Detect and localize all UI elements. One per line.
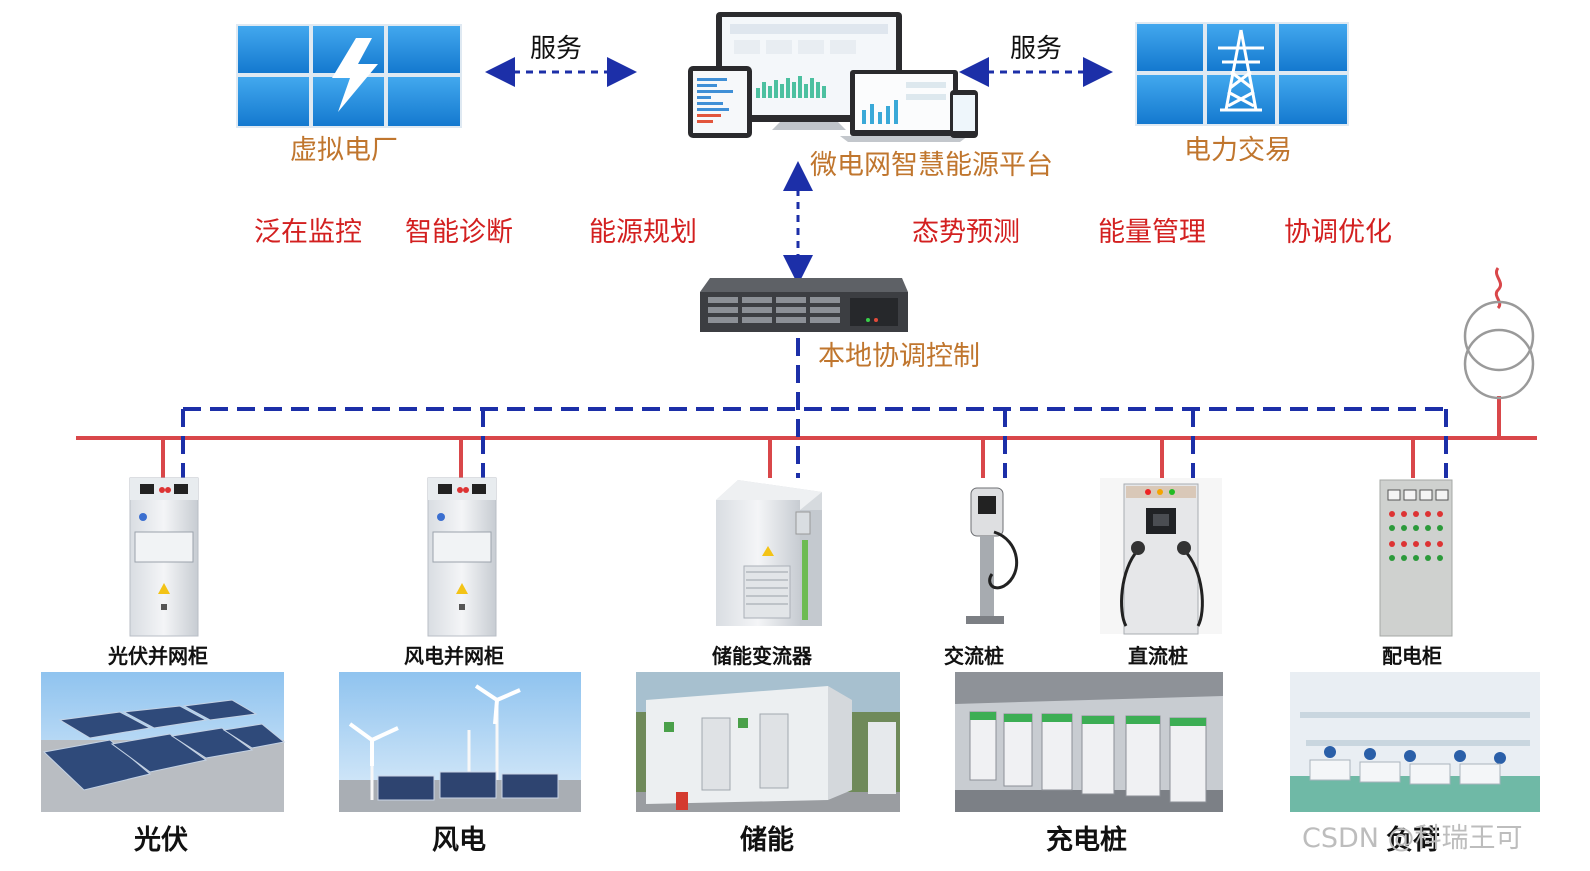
equipment-label-wind-cabinet: 风电并网柜 — [404, 644, 504, 668]
service-label-right: 服务 — [1010, 34, 1063, 64]
pv-grid-cabinet-icon — [129, 477, 199, 637]
function-coordination: 协调优化 — [1284, 217, 1392, 248]
photo-pv — [41, 672, 286, 812]
bottom-label-charging: 充电桩 — [1046, 825, 1127, 856]
equipment-label-pcs: 储能变流器 — [712, 644, 812, 668]
bottom-label-pv: 光伏 — [134, 825, 188, 856]
dc-charger-icon — [1100, 478, 1222, 635]
photo-storage — [636, 672, 900, 812]
service-label-left: 服务 — [530, 34, 583, 64]
photo-charging — [955, 672, 1223, 812]
power-bus — [76, 396, 1537, 478]
bottom-label-storage: 储能 — [740, 825, 794, 856]
function-monitoring: 泛在监控 — [254, 217, 362, 248]
distribution-cabinet-icon — [1379, 479, 1453, 637]
photo-load — [1290, 672, 1540, 812]
virtual-plant-label: 虚拟电厂 — [290, 135, 398, 166]
communication-bus — [181, 338, 1448, 478]
bottom-label-wind: 风电 — [432, 825, 486, 856]
platform-devices-icon — [688, 12, 978, 142]
function-diagnosis: 智能诊断 — [405, 217, 513, 248]
power-trade-label: 电力交易 — [1184, 135, 1292, 166]
watermark: CSDN @科瑞王可 — [1302, 823, 1523, 854]
wind-grid-cabinet-icon — [427, 477, 497, 637]
equipment-label-distribution: 配电柜 — [1382, 644, 1442, 668]
transformer-icon — [1463, 300, 1535, 400]
equipment-label-dc-charger: 直流桩 — [1128, 644, 1188, 668]
controller-rack-icon — [700, 278, 908, 332]
storage-pcs-icon — [716, 480, 822, 626]
equipment-label-ac-charger: 交流桩 — [944, 644, 1004, 668]
bottom-label-load: 负荷 — [1386, 825, 1440, 856]
controller-label: 本地协调控制 — [818, 341, 980, 372]
function-energy-management: 能量管理 — [1098, 217, 1206, 248]
function-planning: 能源规划 — [589, 217, 697, 248]
equipment-label-pv-cabinet: 光伏并网柜 — [108, 644, 208, 668]
power-trade-icon — [1135, 22, 1349, 126]
photo-wind — [339, 672, 581, 812]
function-forecast: 态势预测 — [912, 217, 1020, 248]
ac-charger-icon — [966, 487, 1019, 624]
virtual-plant-icon — [236, 24, 462, 128]
platform-label: 微电网智慧能源平台 — [810, 150, 1053, 181]
